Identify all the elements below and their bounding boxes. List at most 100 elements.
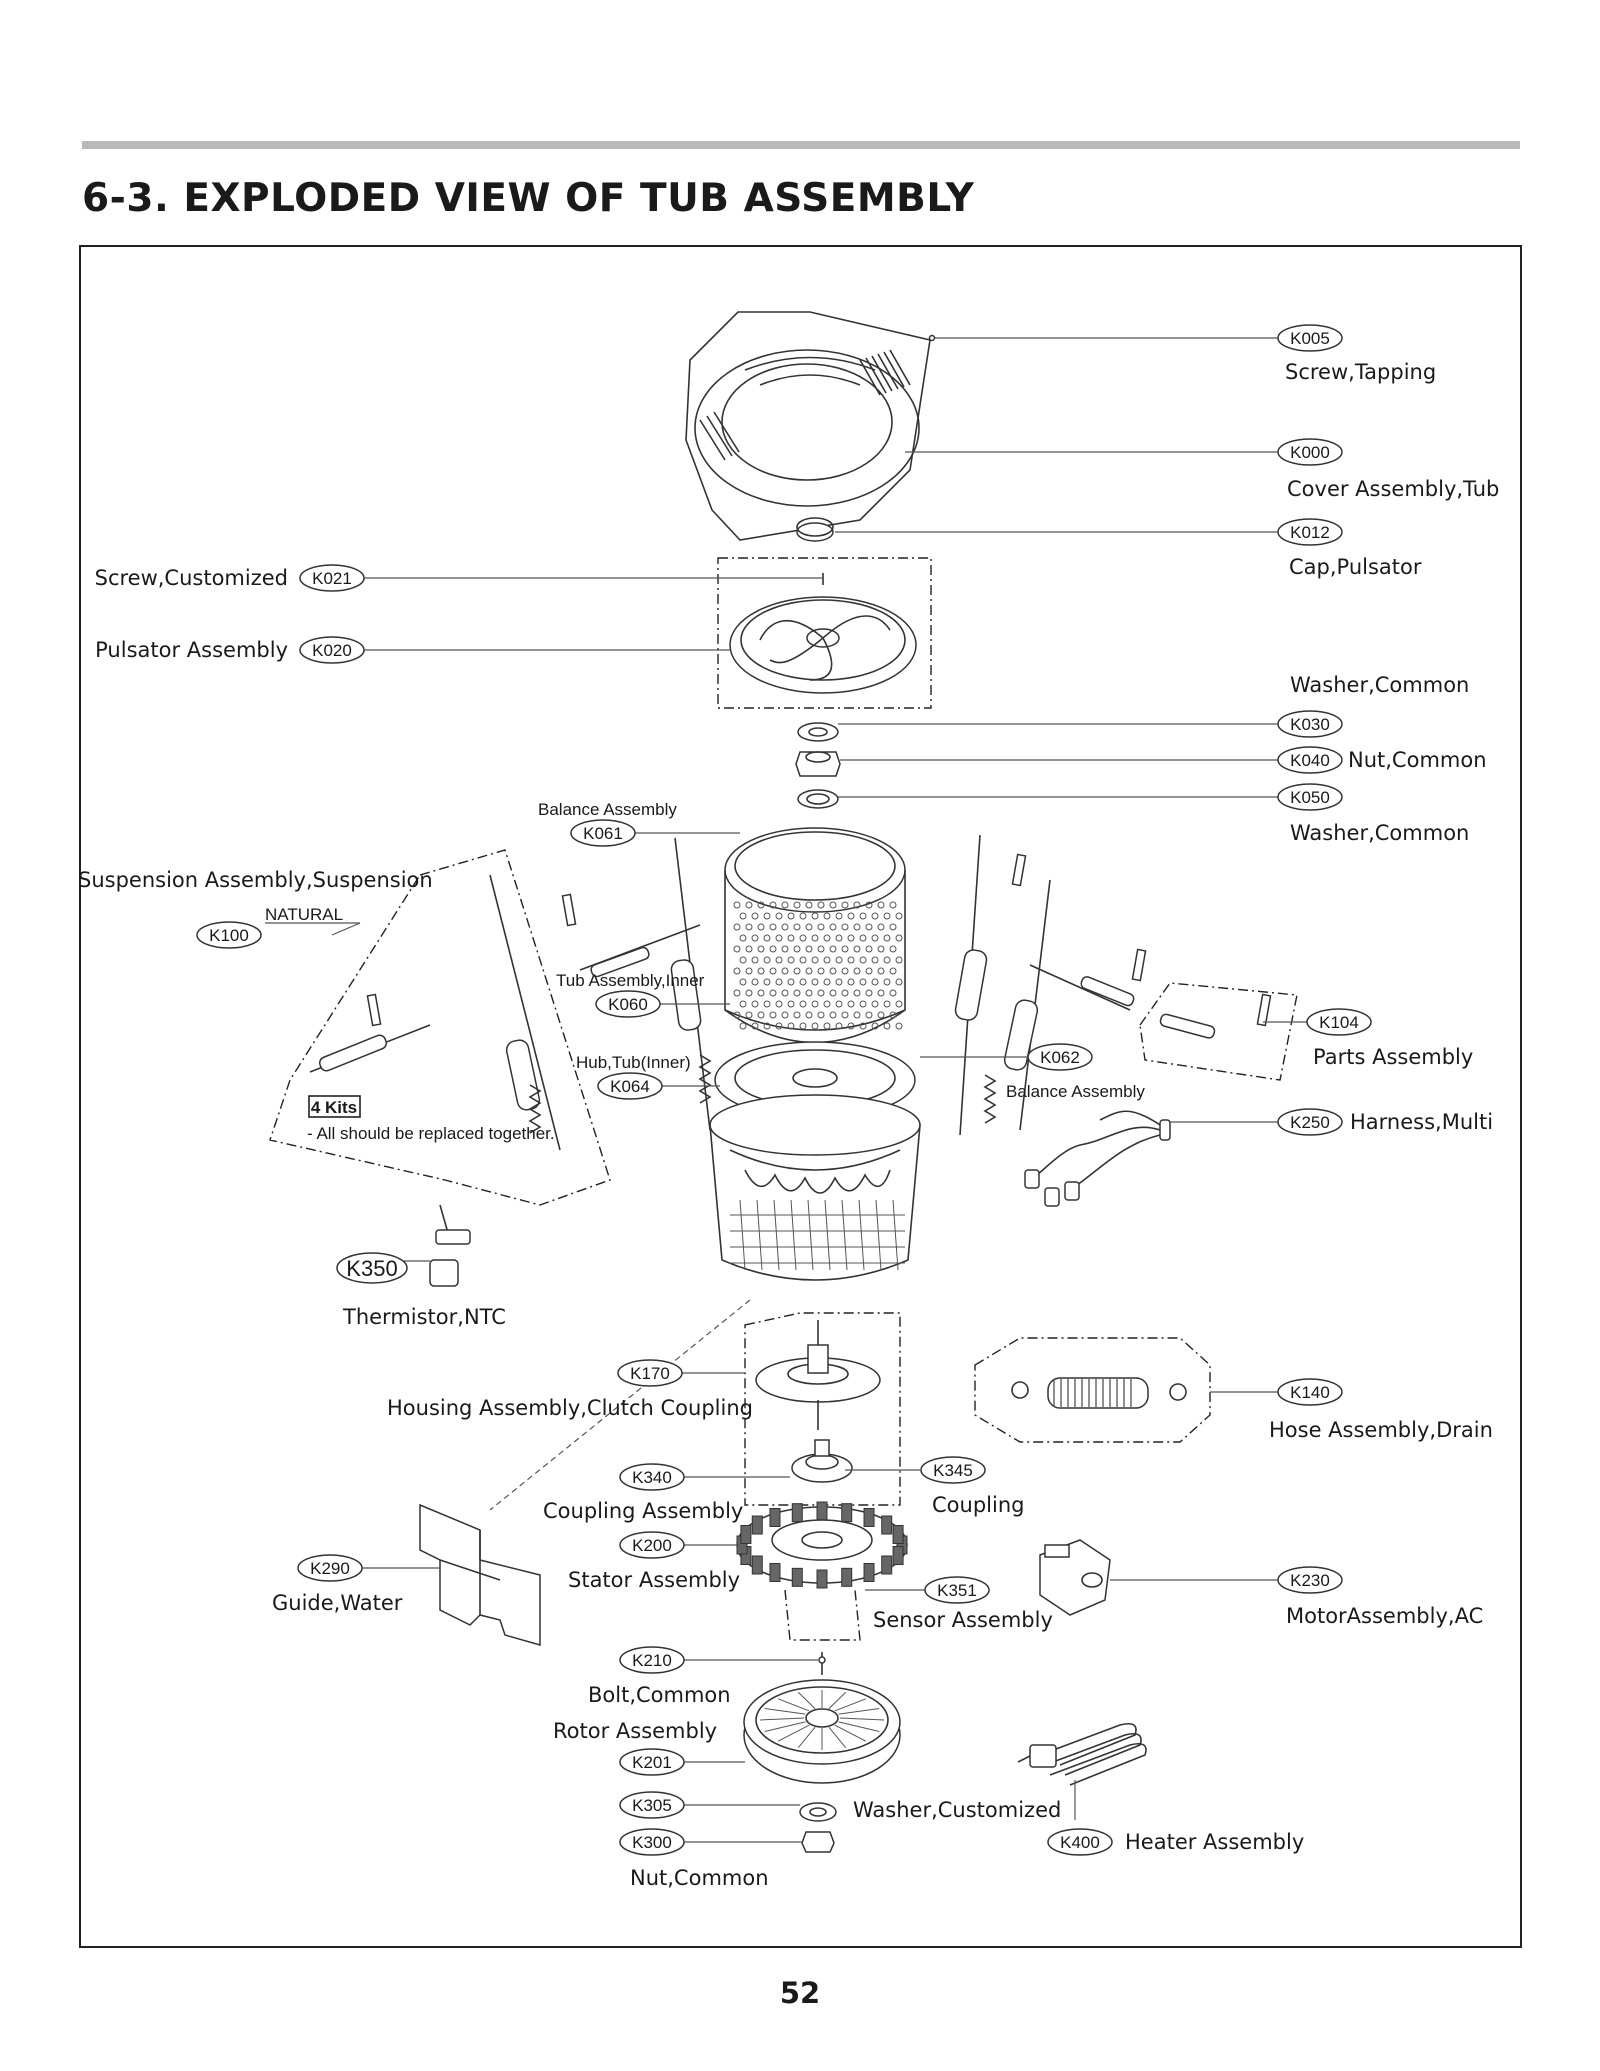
callout-label: Thermistor,NTC <box>342 1305 506 1329</box>
callout-K040: K040 Nut,Common <box>1277 746 1487 774</box>
callout-label: Suspension Assembly,Suspension <box>78 868 433 892</box>
callout-code: K340 <box>632 1468 672 1487</box>
callout-K021: K021 Screw,Customized <box>95 564 365 592</box>
callout-code: K400 <box>1060 1833 1100 1852</box>
callout-code: K170 <box>630 1364 670 1383</box>
page-number: 52 <box>779 1976 821 2010</box>
callout-code: K012 <box>1290 523 1330 542</box>
callout-K140: K140 Hose Assembly,Drain <box>1269 1378 1493 1442</box>
rotor-illustration <box>743 1652 901 1853</box>
callout-K064: Hub,Tub(Inner) K064 <box>576 1053 691 1100</box>
callout-K000: K000 Cover Assembly,Tub <box>1277 438 1499 501</box>
callout-label: Bolt,Common <box>588 1683 731 1707</box>
callout-code: K021 <box>312 569 352 588</box>
callout-code: K351 <box>937 1581 977 1600</box>
washer-nut-illustration <box>795 722 841 809</box>
callout-label: Harness,Multi <box>1350 1110 1493 1134</box>
callout-code: K345 <box>933 1461 973 1480</box>
callout-label: Balance Assembly <box>538 800 677 819</box>
header-rule <box>82 141 1520 149</box>
callout-label: Hose Assembly,Drain <box>1269 1418 1493 1442</box>
callout-code: K290 <box>310 1559 350 1578</box>
callout-label: Washer,Customized <box>853 1798 1061 1822</box>
callout-K345: K345 Coupling <box>920 1456 1024 1517</box>
callout-label: Cover Assembly,Tub <box>1287 477 1499 501</box>
outer-tub-illustration <box>709 1094 921 1281</box>
callout-label: Parts Assembly <box>1313 1045 1473 1069</box>
harness-illustration <box>1024 1110 1171 1207</box>
callout-K351: K351 Sensor Assembly <box>873 1576 1053 1632</box>
callout-K290: K290 Guide,Water <box>272 1554 403 1615</box>
heater-illustration <box>1017 1722 1147 1786</box>
callout-code: K064 <box>610 1077 650 1096</box>
callout-label: Rotor Assembly <box>553 1719 717 1743</box>
callout-code: K060 <box>608 995 648 1014</box>
callout-K020: K020 Pulsator Assembly <box>95 636 365 664</box>
callout-K100: Suspension Assembly,Suspension NATURAL K… <box>78 868 433 949</box>
callout-code: K061 <box>583 824 623 843</box>
callout-label: Guide,Water <box>272 1591 403 1615</box>
callout-K170: K170 Housing Assembly,Clutch Coupling <box>387 1359 753 1420</box>
inner-tub-illustration <box>724 827 906 1044</box>
callout-label: Cap,Pulsator <box>1289 555 1422 579</box>
motor-illustration <box>1039 1539 1111 1616</box>
thermistor-illustration <box>429 1204 471 1287</box>
callout-K062: K062 Balance Assembly <box>1006 1043 1145 1101</box>
callout-K210: K210 Bolt,Common <box>588 1646 731 1707</box>
callout-code: K230 <box>1290 1571 1330 1590</box>
stator-illustration <box>736 1501 908 1641</box>
callout-code: K350 <box>346 1256 397 1281</box>
callout-code: K100 <box>209 926 249 945</box>
callout-code: K300 <box>632 1833 672 1852</box>
callout-K104: K104 Parts Assembly <box>1306 1008 1473 1069</box>
callout-K005: K005 Screw,Tapping <box>1277 324 1436 384</box>
callout-label: Washer,Common <box>1290 673 1469 697</box>
callout-label: Pulsator Assembly <box>95 638 288 662</box>
kit-note-text: - All should be replaced together. <box>307 1124 555 1143</box>
pulsator-cap-illustration <box>796 517 834 542</box>
callout-label: Sensor Assembly <box>873 1608 1053 1632</box>
callout-code: K140 <box>1290 1383 1330 1402</box>
diagram-frame <box>79 245 1522 1948</box>
callout-label: Coupling Assembly <box>543 1499 743 1523</box>
callout-K300: K300 Nut,Common <box>619 1828 769 1890</box>
kit-badge <box>308 1095 361 1118</box>
callout-code: K030 <box>1290 715 1330 734</box>
parts-kit-outline <box>1139 982 1298 1081</box>
callout-code: K020 <box>312 641 352 660</box>
callout-K050: K050 Washer,Common <box>1277 783 1469 845</box>
leader-lines <box>265 337 1310 1843</box>
callout-label: Balance Assembly <box>1006 1082 1145 1101</box>
callout-code: K201 <box>632 1753 672 1772</box>
callout-code: K062 <box>1040 1048 1080 1067</box>
callout-code: K050 <box>1290 788 1330 807</box>
callout-K250: K250 Harness,Multi <box>1277 1108 1493 1136</box>
callout-label: Tub Assembly,Inner <box>556 971 705 990</box>
callout-label: Coupling <box>932 1493 1024 1517</box>
suspension-rods-left-illustration <box>309 837 712 1151</box>
callout-code: K104 <box>1319 1013 1359 1032</box>
callout-label: Stator Assembly <box>568 1568 740 1592</box>
callout-sub-label: NATURAL <box>265 905 343 924</box>
callout-K060: Tub Assembly,Inner K060 <box>556 971 705 1018</box>
clutch-housing-illustration <box>744 1312 901 1506</box>
page-title: 6-3. EXPLODED VIEW OF TUB ASSEMBLY <box>82 176 975 221</box>
callout-K201: Rotor Assembly K201 <box>553 1719 717 1776</box>
water-guide-illustration <box>419 1503 541 1646</box>
callout-label: Housing Assembly,Clutch Coupling <box>387 1396 753 1420</box>
suspension-rods-right-illustration <box>954 834 1272 1136</box>
callout-code: K005 <box>1290 329 1330 348</box>
callout-label: Heater Assembly <box>1125 1830 1304 1854</box>
callout-code: K210 <box>632 1651 672 1670</box>
callout-code: K000 <box>1290 443 1330 462</box>
callout-label: Screw,Tapping <box>1285 360 1436 384</box>
callout-K030: Washer,Common K030 <box>1277 673 1469 738</box>
callout-label: Screw,Customized <box>95 566 288 590</box>
suspension-kit-outline <box>269 849 611 1206</box>
callout-K400: K400 Heater Assembly <box>1047 1828 1304 1856</box>
callout-K200: K200 Stator Assembly <box>568 1531 740 1592</box>
callout-K305: K305 Washer,Customized <box>619 1791 1061 1822</box>
callout-K350: K350 Thermistor,NTC <box>336 1252 506 1329</box>
kit-note: 4 Kits - All should be replaced together… <box>307 1095 555 1143</box>
